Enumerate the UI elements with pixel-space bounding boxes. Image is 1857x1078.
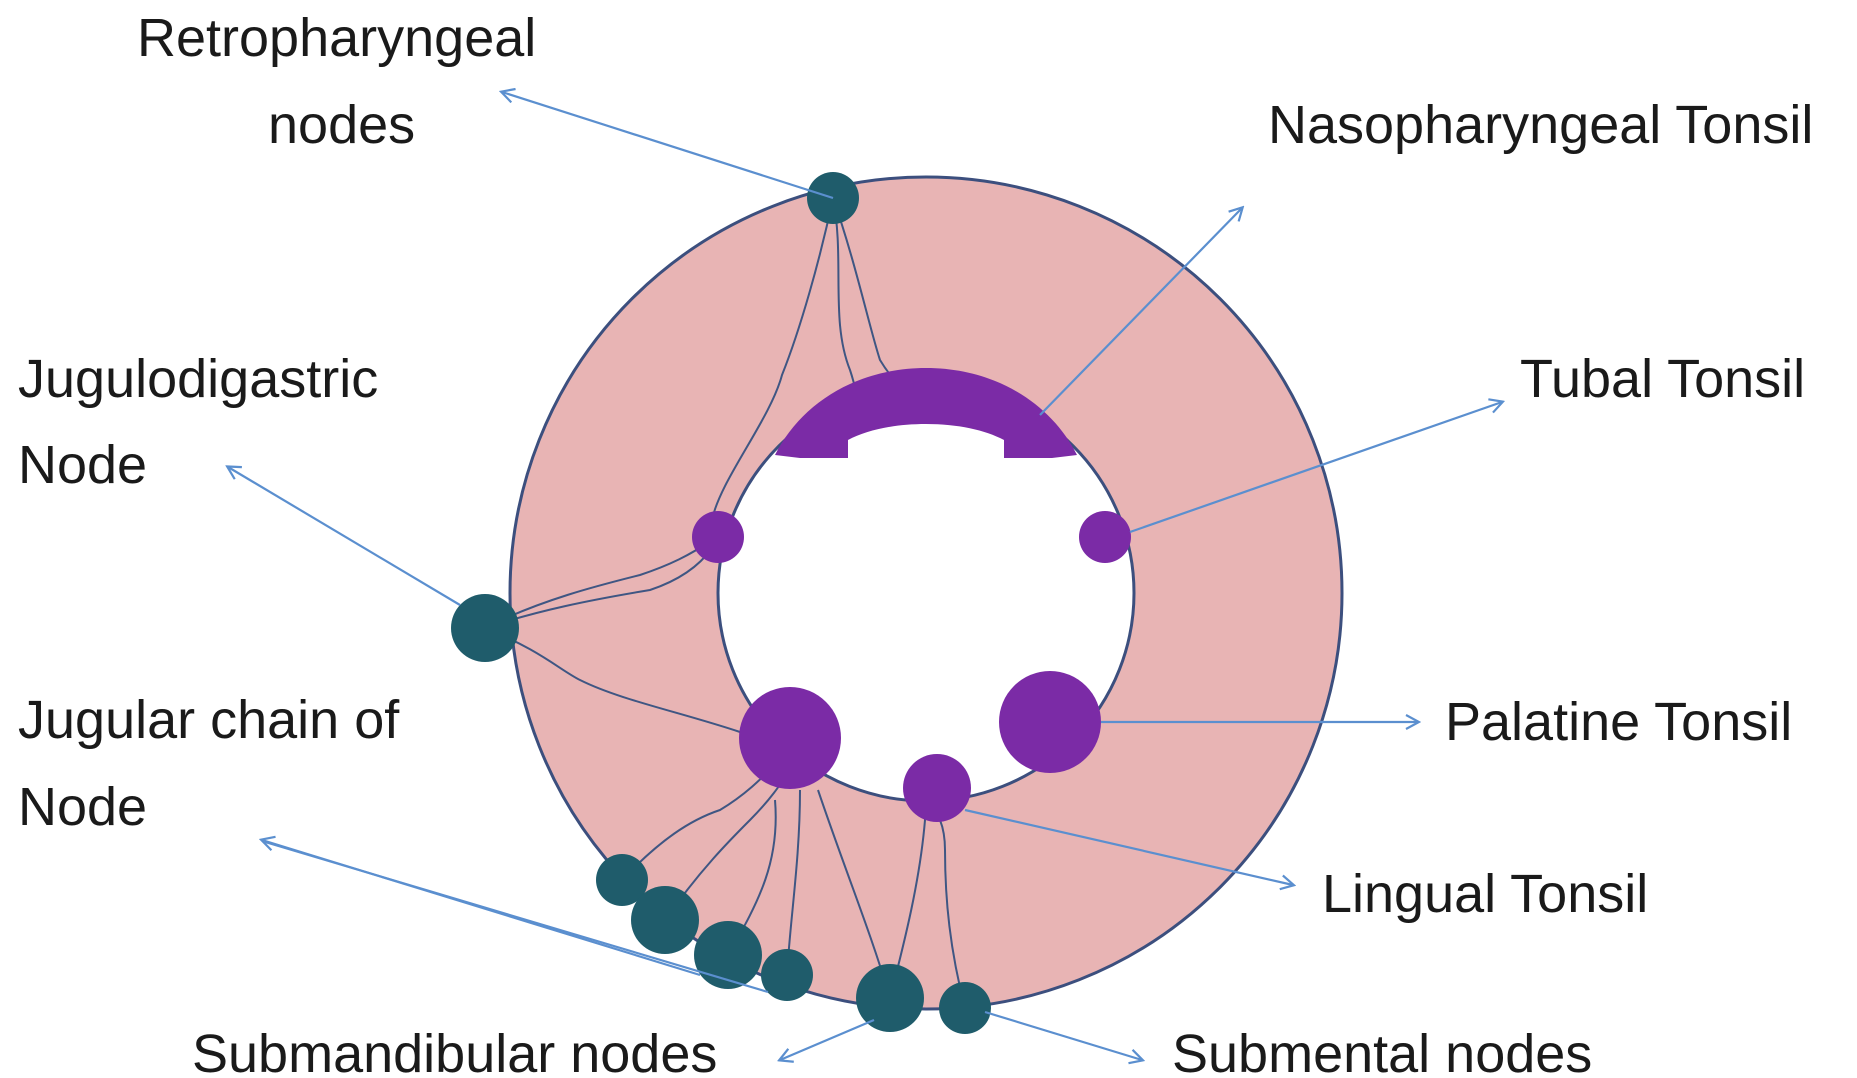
tubal-tonsil-right — [1079, 511, 1131, 563]
label-tubal-tonsil: Tubal Tonsil — [1520, 349, 1805, 409]
arrow-jugulodigastric — [228, 467, 460, 605]
label-submental-nodes: Submental nodes — [1172, 1024, 1592, 1078]
lingual-tonsil — [903, 754, 971, 822]
palatine-tonsil-right — [999, 671, 1101, 773]
submandibular-node-2 — [694, 921, 762, 989]
submental-node — [939, 982, 991, 1034]
label-nasopharyngeal-tonsil: Nasopharyngeal Tonsil — [1268, 95, 1813, 155]
palatine-tonsil-left — [739, 687, 841, 789]
label-submandibular-nodes: Submandibular nodes — [192, 1024, 717, 1078]
arrow-retropharyngeal — [502, 92, 833, 198]
submandibular-node-1 — [631, 886, 699, 954]
jugulodigastric-node — [451, 594, 519, 662]
label-jugular-chain-line1: Jugular chain of — [18, 690, 400, 750]
label-jugulodigastric-line2: Node — [18, 435, 147, 495]
label-jugulodigastric-line1: Jugulodigastric — [18, 349, 378, 409]
tubal-tonsil-left — [692, 511, 744, 563]
arrow-submandibular — [780, 1020, 874, 1060]
submandibular-node-3 — [761, 949, 813, 1001]
submandibular-node-4 — [856, 964, 924, 1032]
label-jugular-chain-line2: Node — [18, 777, 147, 837]
arrow-submental — [985, 1012, 1142, 1060]
label-retropharyngeal-line2: nodes — [268, 95, 415, 155]
label-palatine-tonsil: Palatine Tonsil — [1445, 692, 1792, 752]
label-retropharyngeal-line1: Retropharyngeal — [137, 8, 536, 68]
label-lingual-tonsil: Lingual Tonsil — [1322, 864, 1648, 924]
